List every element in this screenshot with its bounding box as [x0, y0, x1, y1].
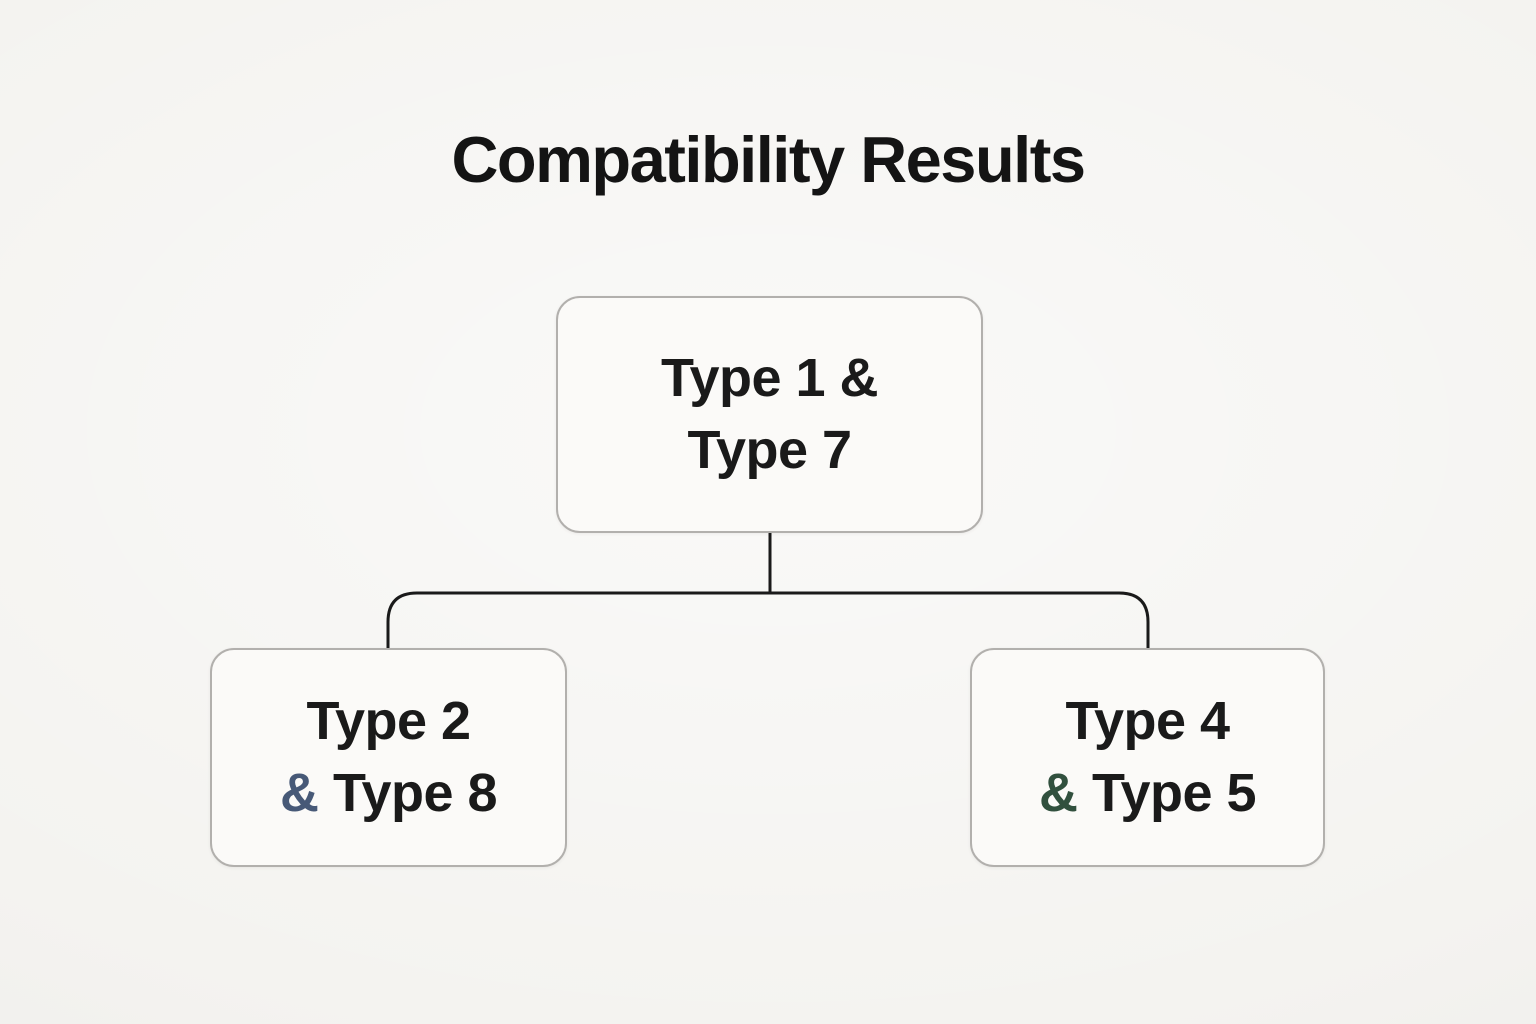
node-text-line: Type 7: [687, 419, 852, 480]
node-type4-type5: Type 4 & Type 5: [970, 648, 1325, 867]
partner-label: Type 8: [332, 762, 498, 823]
branch-bracket-line: [386, 591, 1150, 650]
ampersand-highlight: &: [1038, 762, 1078, 823]
node-type1-type7: Type 1 & Type 7: [556, 296, 983, 533]
node-text-line: Type 4: [1065, 691, 1230, 752]
ampersand-highlight: &: [279, 762, 319, 823]
partner-label: Type 5: [1091, 762, 1257, 823]
node-text-line: Type 1 &: [660, 348, 879, 409]
node-text-line: Type 2: [306, 691, 471, 752]
node-text-line: & Type 5: [1038, 758, 1257, 829]
page-title: Compatibility Results: [451, 123, 1086, 196]
node-text-line: & Type 8: [279, 758, 498, 829]
node-type2-type8: Type 2 & Type 8: [210, 648, 567, 867]
